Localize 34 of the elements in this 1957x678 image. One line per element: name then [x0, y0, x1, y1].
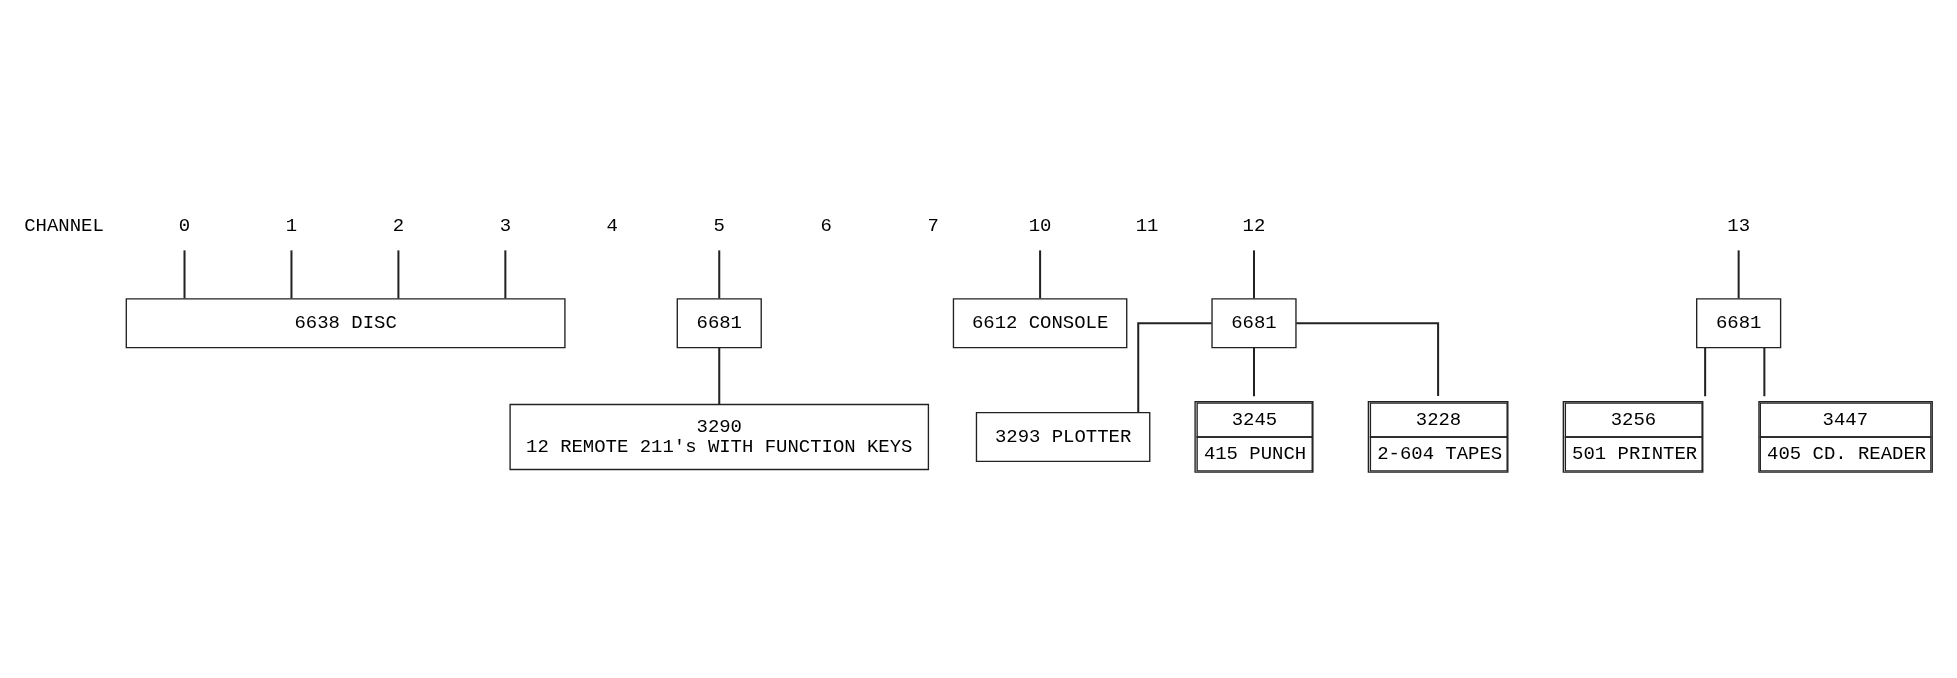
- connector: [1704, 347, 1707, 396]
- connector: [1252, 249, 1255, 298]
- connector: [718, 249, 721, 298]
- label: 4: [606, 214, 618, 237]
- connector: [1296, 321, 1440, 396]
- connector: [718, 347, 721, 404]
- connector: [1763, 347, 1766, 396]
- label: 6: [820, 214, 832, 237]
- node-box: 6612 CONSOLE: [952, 297, 1128, 348]
- node-box: 6681: [676, 297, 762, 348]
- connector: [1039, 249, 1042, 298]
- node-text: 1: [285, 214, 298, 237]
- connector: [183, 249, 186, 298]
- label: 11: [1135, 214, 1159, 237]
- connector: [1252, 347, 1255, 396]
- label: 7: [927, 214, 939, 237]
- node-text: 2: [392, 214, 405, 237]
- node-text: 13: [1727, 214, 1751, 237]
- connector: [290, 249, 293, 298]
- node-box: 6638 DISC: [125, 297, 566, 348]
- node-text: 10: [1028, 214, 1052, 237]
- connector: [1737, 249, 1740, 298]
- connector: [504, 249, 507, 298]
- node-text: 12: [1242, 214, 1266, 237]
- node-text: 0: [178, 214, 191, 237]
- connector: [1137, 321, 1212, 412]
- node-box: 6681: [1211, 297, 1297, 348]
- node-box: 3293 PLOTTER: [975, 411, 1151, 462]
- node-text: 3: [499, 214, 512, 237]
- node-box: 6681: [1696, 297, 1782, 348]
- node-box: 3290 12 REMOTE 211's WITH FUNCTION KEYS: [509, 403, 930, 470]
- label: CHANNEL: [24, 214, 104, 237]
- node-text: 5: [713, 214, 725, 237]
- connector: [397, 249, 400, 298]
